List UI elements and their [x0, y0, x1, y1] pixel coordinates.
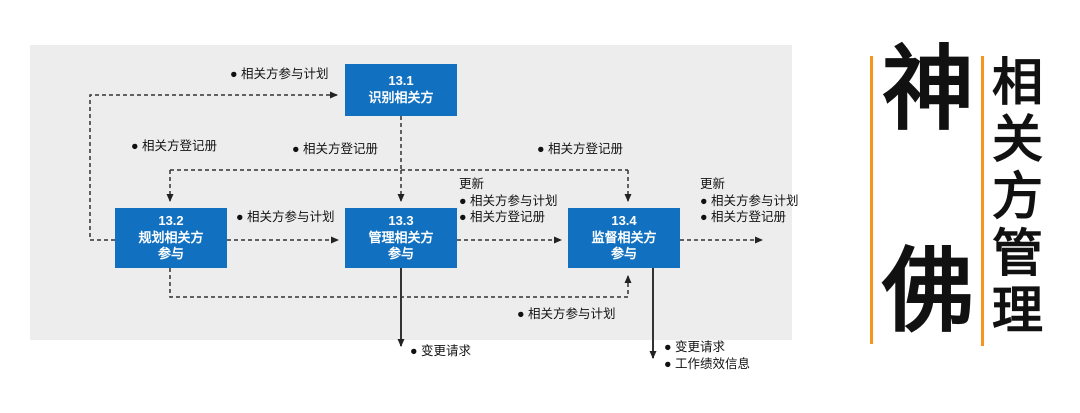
- process-name: 规划相关方参与: [138, 229, 204, 262]
- update-item: ● 相关方登记册: [459, 210, 546, 224]
- update-item: ● 相关方参与计划: [459, 193, 558, 208]
- label-update-mid: 更新 ● 相关方参与计划 ● 相关方登记册: [459, 176, 558, 226]
- process-box-13-3: 13.3 管理相关方参与: [345, 208, 457, 268]
- label-register-center: ● 相关方登记册: [292, 142, 379, 156]
- process-box-13-4: 13.4 监督相关方参与: [568, 208, 680, 268]
- brand-character-top: 神: [881, 39, 974, 141]
- process-name: 监督相关方参与: [591, 229, 657, 262]
- vertical-title: 相关方管理: [992, 54, 1044, 340]
- brand-characters: 神 佛: [877, 44, 979, 338]
- label-register-right: ● 相关方登记册: [537, 142, 624, 156]
- label-plan-bottom: ● 相关方参与计划: [517, 307, 616, 321]
- process-id: 13.4: [611, 212, 637, 228]
- label-register-left: ● 相关方登记册: [131, 139, 218, 153]
- process-id: 13.3: [388, 212, 414, 228]
- accent-line-right: [981, 56, 984, 346]
- label-monitor-outputs: ● 变更请求 ● 工作绩效信息: [664, 339, 750, 372]
- process-name: 管理相关方参与: [368, 229, 434, 262]
- update-title: 更新: [459, 177, 485, 191]
- process-id: 13.1: [388, 73, 414, 89]
- monitor-output-item: ● 工作绩效信息: [664, 356, 751, 371]
- process-box-13-2: 13.2 规划相关方参与: [115, 208, 227, 268]
- process-id: 13.2: [158, 212, 184, 228]
- accent-line-left: [870, 56, 873, 344]
- label-plan-to-identify: ● 相关方参与计划: [230, 67, 329, 81]
- process-name: 识别相关方: [368, 90, 434, 105]
- update-item: ● 相关方参与计划: [700, 193, 799, 208]
- brand-character-bottom: 佛: [881, 241, 974, 343]
- update-title: 更新: [700, 177, 726, 191]
- label-plan-between: ● 相关方参与计划: [236, 210, 335, 224]
- label-change-request: ● 变更请求: [410, 344, 472, 358]
- update-item: ● 相关方登记册: [700, 210, 787, 224]
- label-update-right: 更新 ● 相关方参与计划 ● 相关方登记册: [700, 176, 799, 226]
- process-box-13-1: 13.1 识别相关方: [345, 64, 457, 116]
- monitor-output-item: ● 变更请求: [664, 340, 726, 354]
